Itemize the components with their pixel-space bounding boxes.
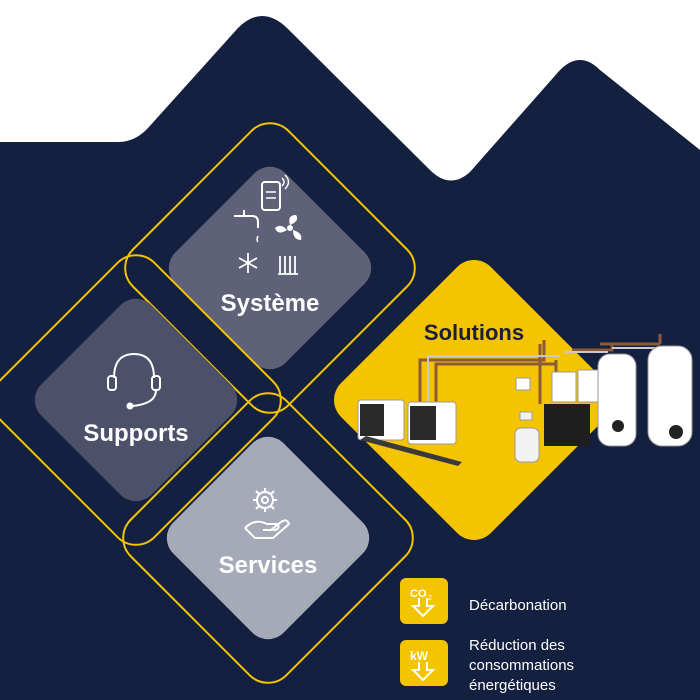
heat-pump-installation-image <box>357 334 693 466</box>
faucet-icon <box>234 210 259 243</box>
tile-services-label: Services <box>218 552 318 579</box>
smartphone-icon <box>261 174 290 211</box>
snowflake-icon <box>238 253 258 273</box>
co2-icon: CO 2 <box>400 578 448 624</box>
tile-supports[interactable] <box>0 244 292 555</box>
legend-reduction-line-3: énergétiques <box>469 677 556 694</box>
legend-reduction-line-2: consommations <box>469 657 575 674</box>
radiator-icon <box>278 256 298 275</box>
tile-supports-label: Supports <box>83 420 189 447</box>
svg-text:2: 2 <box>428 595 432 602</box>
tile-solutions[interactable] <box>324 250 624 550</box>
tile-solutions-label: Solutions <box>423 320 525 345</box>
headset-icon <box>107 352 161 410</box>
tile-systeme-label: Système <box>220 290 320 317</box>
tile-systeme[interactable] <box>114 112 425 423</box>
gear-hand-icon <box>244 488 291 539</box>
legend-decarbonation-label: Décarbonation <box>469 597 567 614</box>
fan-icon <box>275 215 302 240</box>
svg-text:CO: CO <box>410 588 427 600</box>
kw-icon: kW <box>400 640 448 686</box>
legend-reduction-line-1: Réduction des <box>469 637 565 654</box>
svg-text:kW: kW <box>410 649 429 663</box>
